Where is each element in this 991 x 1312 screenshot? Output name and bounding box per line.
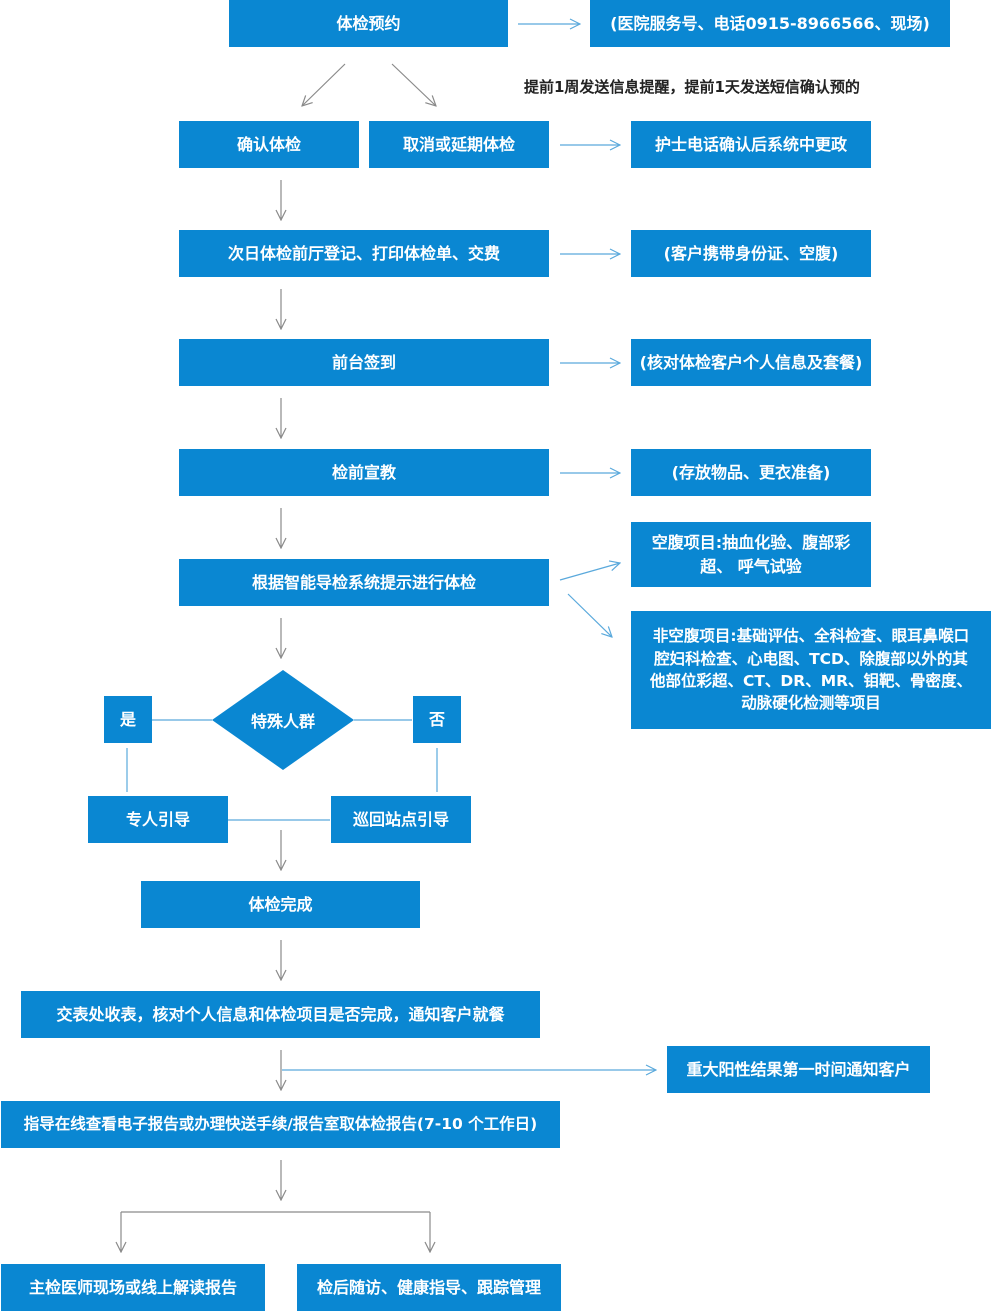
confirm-box: 确认体检 — [179, 121, 359, 168]
no-box: 否 — [413, 696, 461, 743]
dedicated-guide-box: 专人引导 — [88, 796, 228, 843]
non-fasting-items-box: 非空腹项目:基础评估、全科检查、眼耳鼻喉口腔妇科检查、心电图、TCD、除腹部以外… — [631, 611, 991, 729]
major-positive-notify-box: 重大阳性结果第一时间通知客户 — [667, 1046, 930, 1093]
appointment-box: 体检预约 — [229, 0, 508, 47]
appointment-channels-box: (医院服务号、电话0915-8966566、现场) — [590, 0, 950, 47]
special-group-diamond — [212, 670, 354, 770]
front-desk-signin-box: 前台签到 — [179, 339, 549, 386]
nurse-confirm-box: 护士电话确认后系统中更政 — [631, 121, 871, 168]
report-guidance-box: 指导在线查看电子报告或办理快送手续/报告室取体检报告(7-10 个工作日) — [1, 1101, 560, 1148]
cancel-or-delay-box: 取消或延期体检 — [369, 121, 549, 168]
fasting-items-box: 空腹项目:抽血化验、腹部彩超、 呼气试验 — [631, 522, 871, 587]
smart-guide-exam-box: 根据智能导检系统提示进行体检 — [179, 559, 549, 606]
bring-id-box: (客户携带身份证、空腹) — [631, 230, 871, 277]
yes-box: 是 — [104, 696, 152, 743]
pre-exam-education-box: 检前宣教 — [179, 449, 549, 496]
verify-info-box: (核对体检客户个人信息及套餐) — [631, 339, 871, 386]
reminder-note: 提前1周发送信息提醒，提前1天发送短信确认预的 — [524, 78, 860, 96]
submit-form-box: 交表处收表，核对个人信息和体检项目是否完成，通知客户就餐 — [21, 991, 540, 1038]
doctor-interpretation-box: 主检医师现场或线上解读报告 — [1, 1264, 265, 1311]
special-group-label: 特殊人群 — [250, 712, 315, 731]
station-patrol-guide-box: 巡回站点引导 — [331, 796, 471, 843]
exam-complete-box: 体检完成 — [141, 881, 420, 928]
storage-prep-box: (存放物品、更衣准备) — [631, 449, 871, 496]
registration-box: 次日体检前厅登记、打印体检单、交费 — [179, 230, 549, 277]
followup-box: 检后随访、健康指导、跟踪管理 — [297, 1264, 561, 1311]
